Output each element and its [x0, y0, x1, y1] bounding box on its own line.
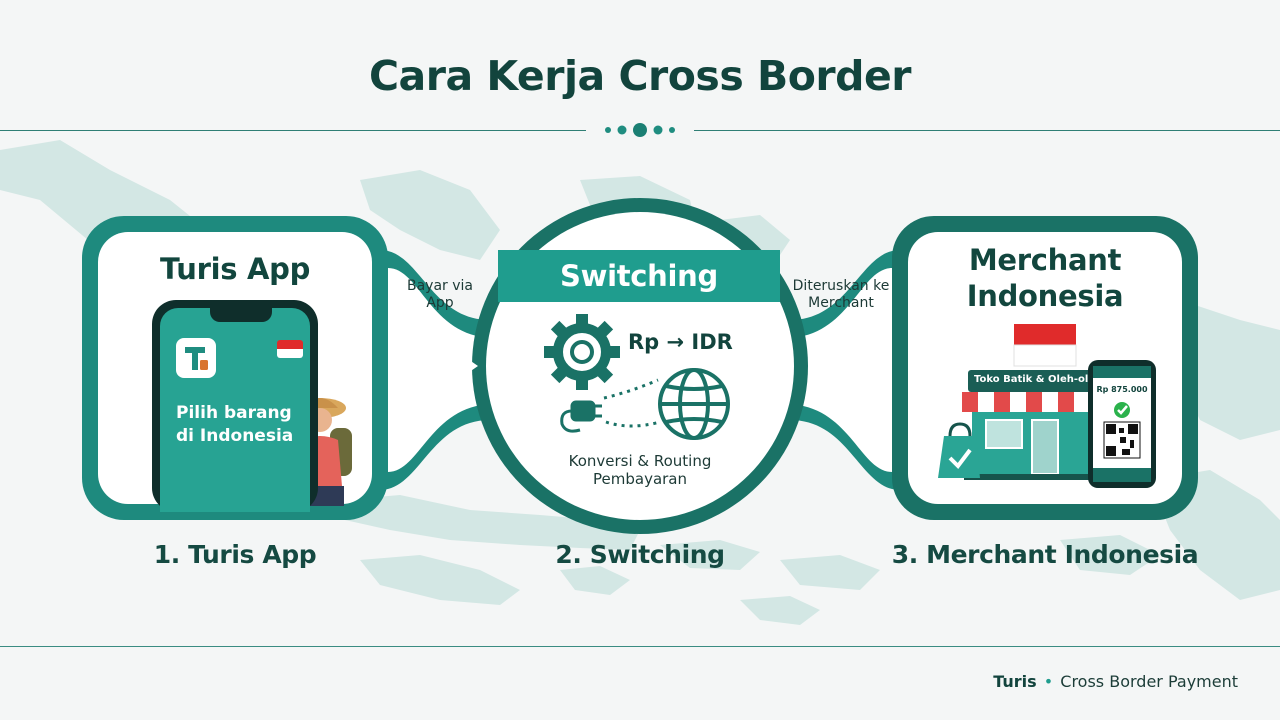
- shop-icon: [962, 370, 1118, 480]
- connector-label-left: Bayar via App: [392, 278, 488, 312]
- gear-icon: [544, 314, 620, 390]
- connector-label-left-line1: Bayar via: [406, 278, 473, 294]
- title-divider-dots: [605, 123, 675, 137]
- indonesia-flag-icon: [1013, 324, 1077, 367]
- phone-text-line2: di Indonesia: [176, 426, 294, 446]
- merchant-phone: [1088, 360, 1156, 488]
- turis-app-card-title: Turis App: [159, 252, 311, 286]
- switching-description-line1: Konversi & Routing: [568, 452, 712, 470]
- connector-label-left-line2: App: [426, 295, 454, 311]
- qr-code-icon: [1103, 421, 1141, 459]
- switching-description-line2: Pembayaran: [593, 470, 687, 488]
- step-1-caption: 1. Turis App: [153, 540, 317, 569]
- app-logo-icon: [176, 338, 216, 378]
- phone-text-line1: Pilih barang: [176, 403, 292, 423]
- step-3-caption: 3. Merchant Indonesia: [891, 540, 1199, 569]
- merchant-title-line2: Indonesia: [966, 279, 1124, 313]
- shopping-bag-icon: [938, 422, 980, 478]
- currency-conversion-label: Rp → IDR: [628, 330, 733, 354]
- connector-label-right: Diteruskan ke Merchant: [788, 278, 894, 312]
- merchant-card-title: Merchant Indonesia: [918, 242, 1172, 314]
- connector-label-right-line1: Diteruskan ke: [792, 278, 890, 294]
- payment-amount: Rp 875.000: [1096, 385, 1148, 394]
- page-title: Cara Kerja Cross Border: [368, 52, 912, 100]
- connector-label-right-line2: Merchant: [808, 295, 874, 311]
- phone-screen-text: Pilih barang di Indonesia: [176, 402, 310, 448]
- globe-icon: [658, 368, 730, 440]
- merchant-title-line1: Merchant: [968, 243, 1122, 277]
- phone-notch: [210, 308, 272, 322]
- title-divider-left: [0, 130, 586, 131]
- switching-title: Switching: [498, 250, 780, 302]
- title-divider-right: [694, 130, 1280, 131]
- footer: Turis • Cross Border Payment: [993, 672, 1238, 691]
- footer-text: Cross Border Payment: [1060, 672, 1238, 691]
- arrow-right-icon: [404, 348, 478, 384]
- footer-brand: Turis: [993, 672, 1037, 691]
- arrow-right-icon: [814, 348, 888, 384]
- indonesia-flag-icon: [277, 340, 303, 358]
- step-2-caption: 2. Switching: [555, 540, 725, 569]
- switching-description: Konversi & Routing Pembayaran: [548, 452, 732, 488]
- phone-screen: Pilih barang di Indonesia: [160, 308, 310, 512]
- shop-sign-text: Toko Batik & Oleh-oleh: [974, 374, 1088, 385]
- footer-divider: [0, 646, 1280, 647]
- footer-separator: •: [1043, 672, 1054, 691]
- plug-icon: [560, 400, 602, 433]
- turis-app-phone: Pilih barang di Indonesia: [152, 300, 318, 512]
